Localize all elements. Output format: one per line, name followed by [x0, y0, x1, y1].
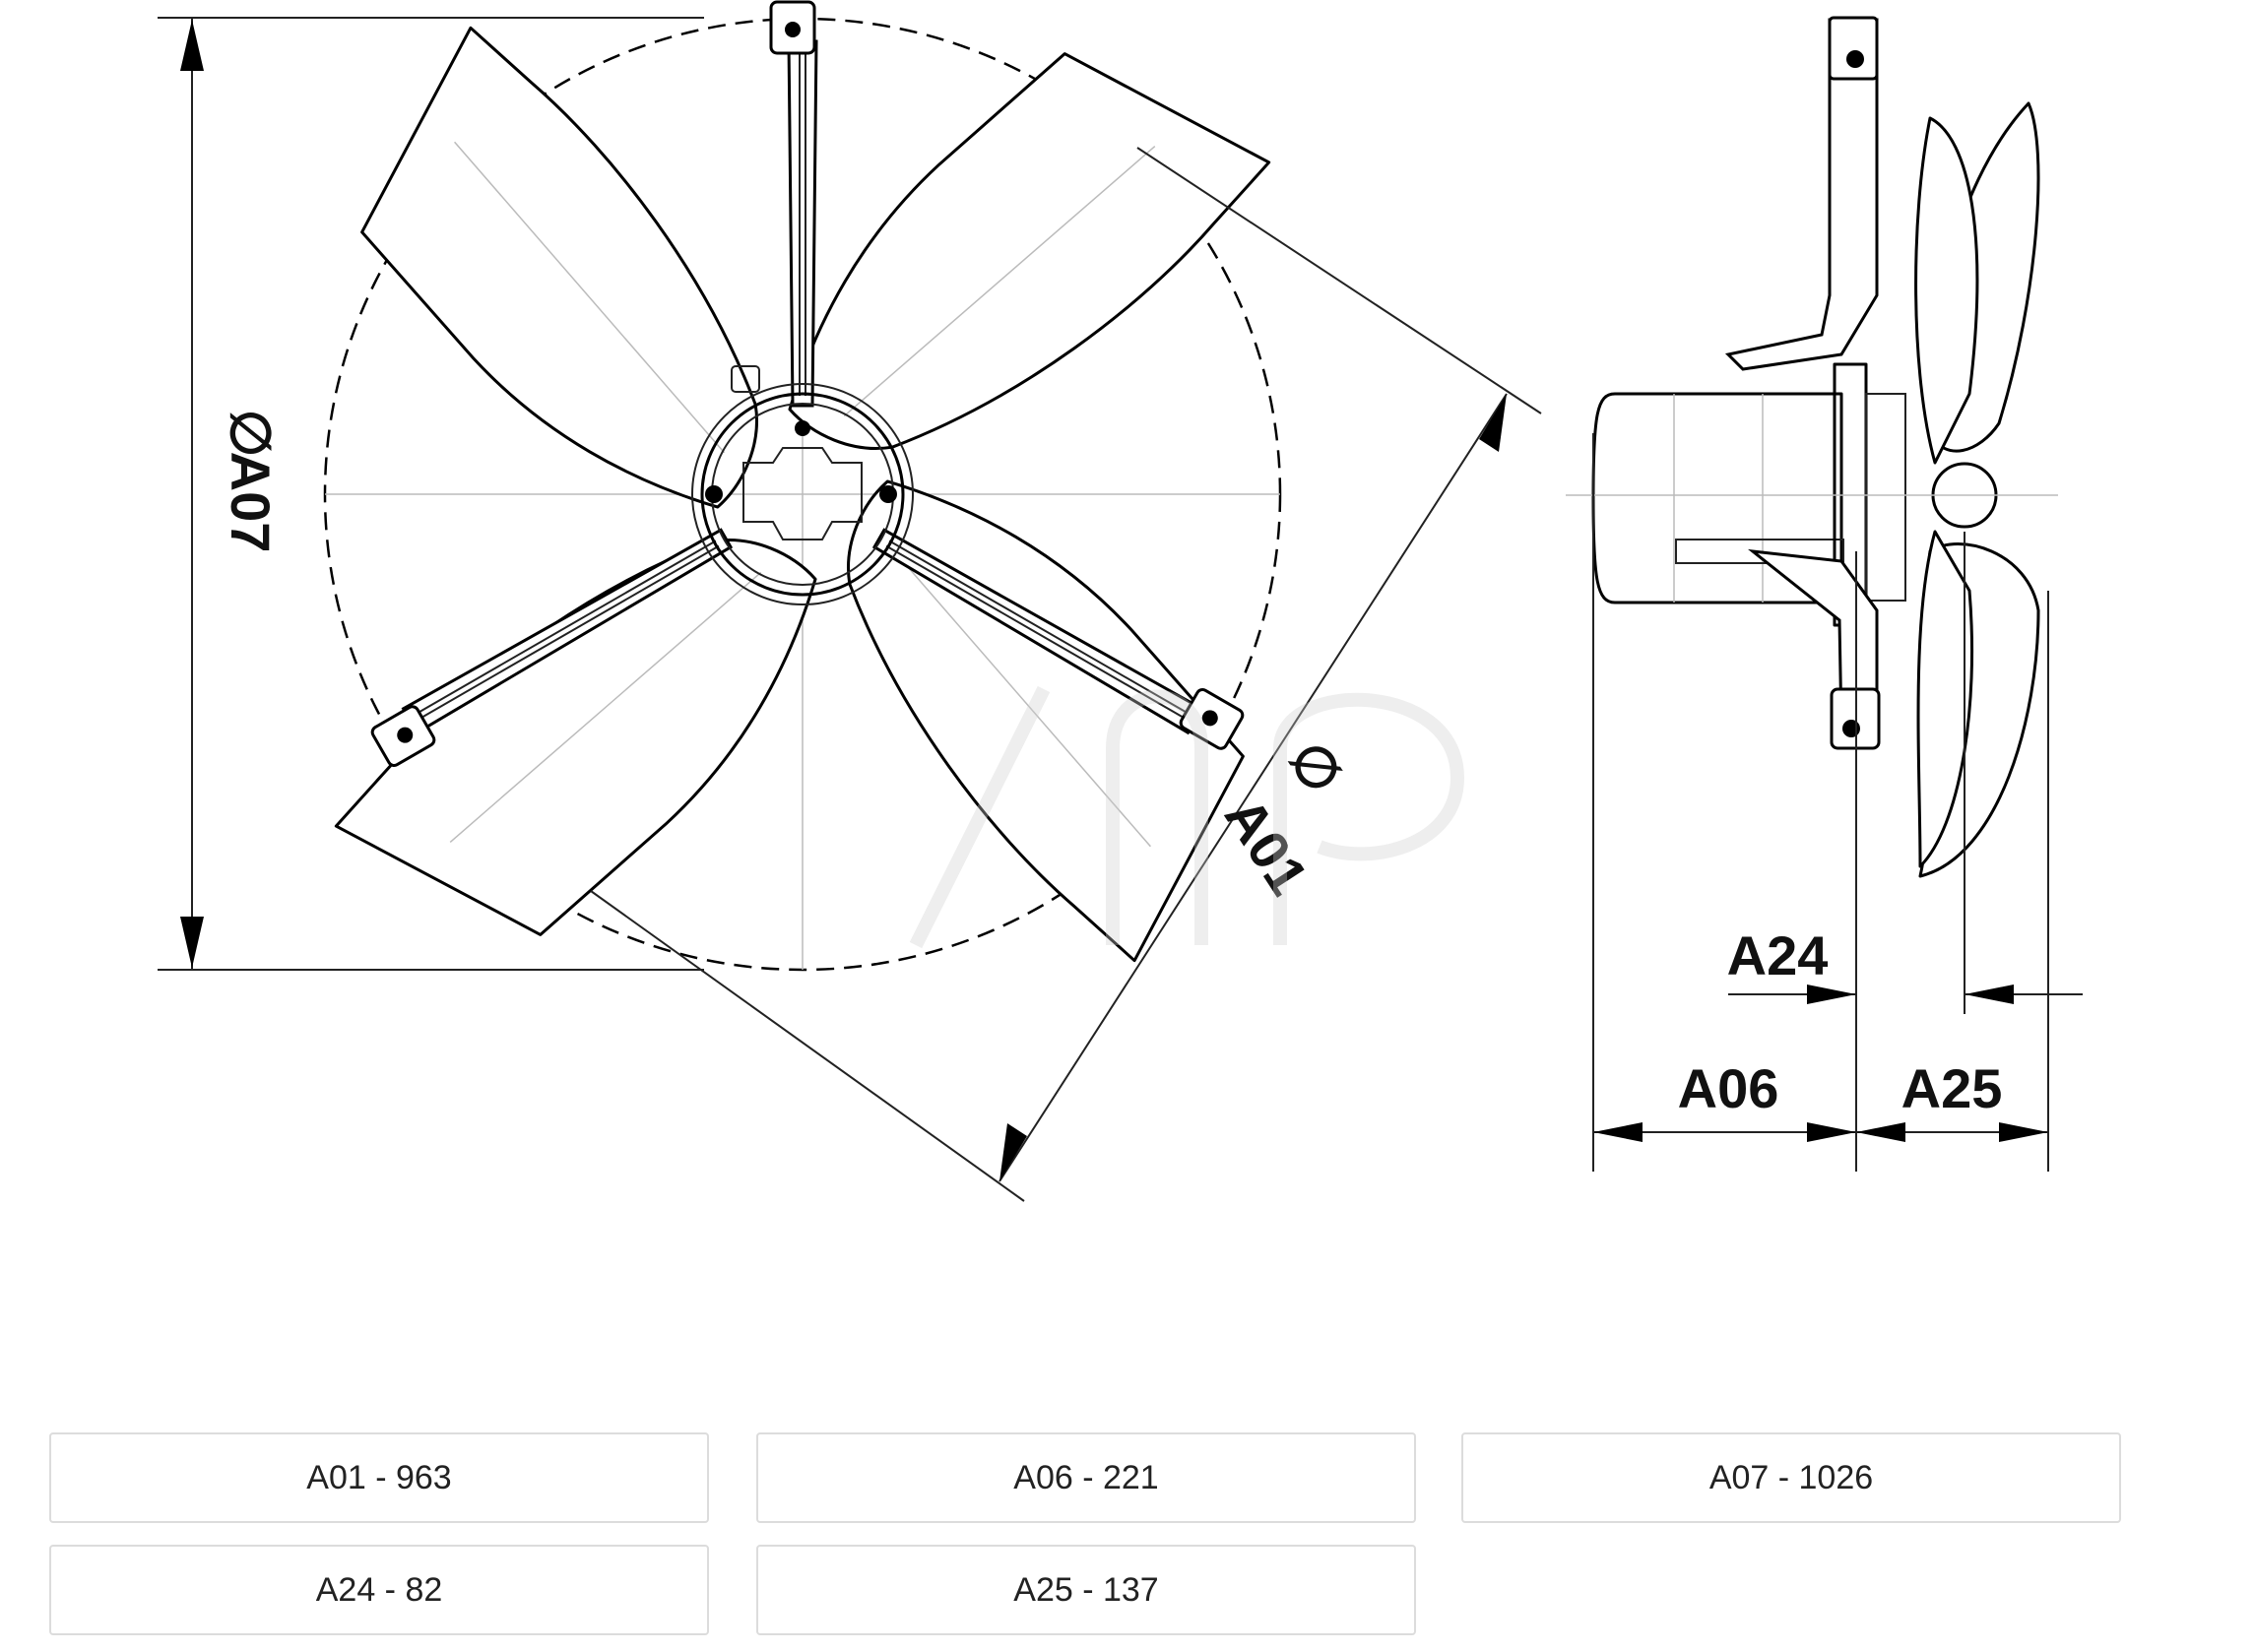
- dimension-box-a01: A01 - 963: [49, 1432, 709, 1523]
- label-a07: A07: [220, 452, 282, 553]
- dimension-a25: A25: [1856, 532, 2083, 1172]
- label-a01: A01: [1213, 787, 1321, 905]
- front-view: A07 ∅ A01 ∅: [158, 0, 1542, 1202]
- dimension-box-a25: A25 - 137: [756, 1545, 1416, 1635]
- watermark: [909, 685, 1465, 949]
- diameter-symbol-a07: ∅: [220, 410, 282, 458]
- dimension-a06: A06: [1592, 433, 1856, 1172]
- label-a06: A06: [1678, 1057, 1779, 1119]
- diameter-symbol-a01: ∅: [1277, 731, 1355, 804]
- motor-hub: [691, 365, 914, 605]
- dimension-box-a24: A24 - 82: [49, 1545, 709, 1635]
- dimension-box-a07: A07 - 1026: [1461, 1432, 2121, 1523]
- dimension-a24: A24: [1727, 551, 1857, 1172]
- dimension-box-a06: A06 - 221: [756, 1432, 1416, 1523]
- side-view: A24 A25 A06: [1566, 16, 2083, 1172]
- label-a25: A25: [1901, 1057, 2003, 1119]
- dimension-a07: A07 ∅: [158, 17, 704, 971]
- label-a24: A24: [1727, 924, 1829, 986]
